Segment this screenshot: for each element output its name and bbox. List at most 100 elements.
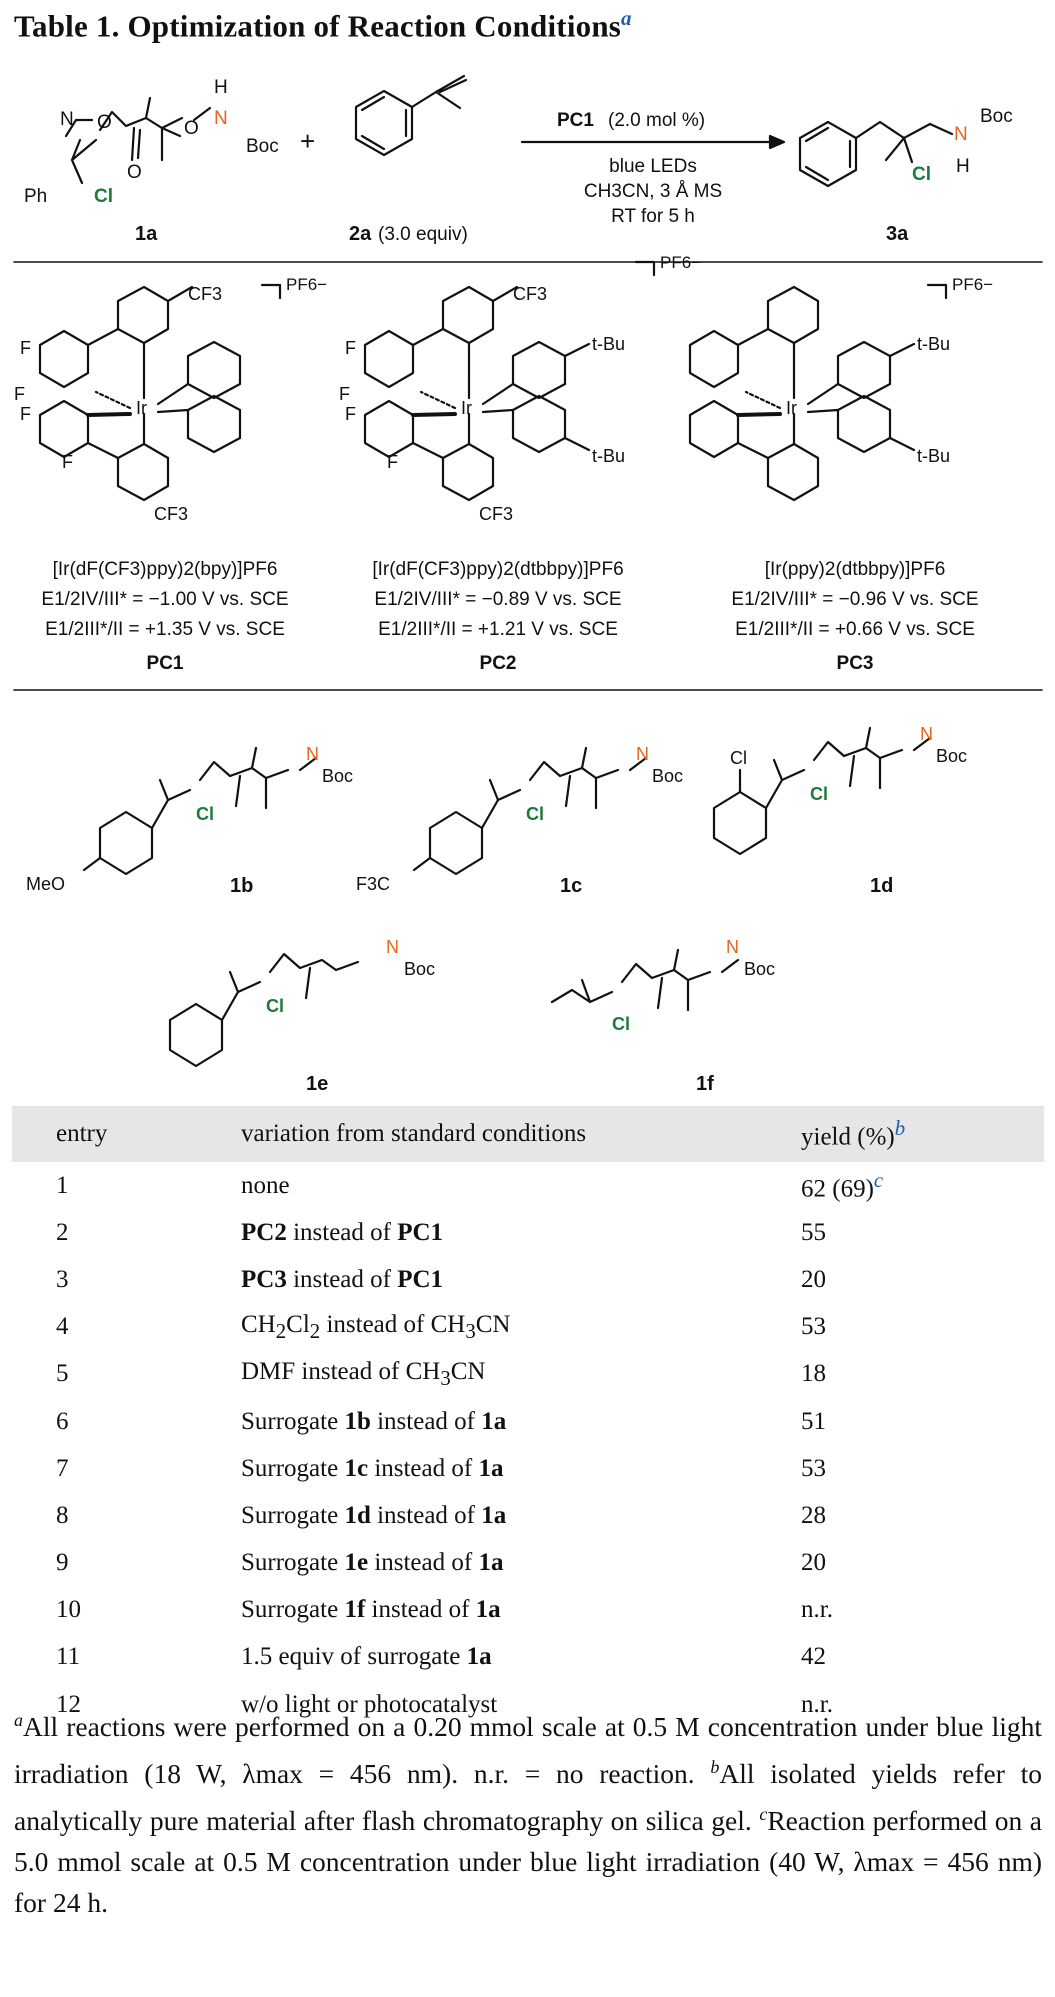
pc1-f2: F xyxy=(14,384,25,404)
surrogate-1c-f3c: F3C xyxy=(356,874,390,894)
table-row: 11 1.5 equiv of surrogate 1a 42 xyxy=(12,1634,1044,1681)
pc2-structure xyxy=(363,260,656,502)
cell-entry: 3 xyxy=(56,1265,69,1293)
surrogate-1f-label: 1f xyxy=(696,1073,714,1095)
cell-variation: Surrogate 1f instead of 1a xyxy=(241,1596,501,1624)
label-3a: 3a xyxy=(886,223,909,245)
surrogate-1d-n: N xyxy=(920,724,933,744)
cell-entry: 10 xyxy=(56,1596,81,1624)
surrogate-1b-label: 1b xyxy=(230,875,253,897)
cell-yield: 53 xyxy=(801,1454,826,1482)
results-table: entry variation from standard conditions… xyxy=(12,1106,1044,1728)
pc1-f1: F xyxy=(20,338,31,358)
surrogate-1e-boc: Boc xyxy=(404,959,435,979)
cell-entry: 4 xyxy=(56,1313,69,1341)
cell-variation: PC3 instead of PC1 xyxy=(241,1265,444,1293)
reaction-arrow xyxy=(520,134,786,150)
cell-yield: 55 xyxy=(801,1218,826,1246)
surrogate-1e-structure xyxy=(168,952,360,1068)
label-2a: 2a xyxy=(349,223,372,245)
pc1-f3: F xyxy=(20,404,31,424)
condition-light: blue LEDs xyxy=(609,156,697,177)
surrogate-1f-cl: Cl xyxy=(612,1014,630,1034)
atom-o3-1a: O xyxy=(184,118,199,139)
footnotes: aAll reactions were performed on a 0.20 … xyxy=(14,1710,1043,1919)
cell-yield: 62 (69)c xyxy=(801,1167,884,1203)
pc3-structure xyxy=(688,283,948,502)
atom-o-1a: O xyxy=(97,112,112,133)
atom-cl-1a: Cl xyxy=(94,186,113,207)
pc3-formula: [Ir(ppy)2(dtbbpy)]PF6 xyxy=(765,559,946,580)
pc3-e-ox: E1/2IV/III* = −0.96 V vs. SCE xyxy=(731,589,978,610)
pc1-formula: [Ir(dF(CF3)ppy)2(bpy)]PF6 xyxy=(53,559,278,580)
pc2-cf3-bottom: CF3 xyxy=(479,504,513,524)
surrogate-1c-boc: Boc xyxy=(652,766,683,786)
pc1-cf3-bottom: CF3 xyxy=(154,504,188,524)
surrogate-1b-n: N xyxy=(306,744,319,764)
pc1-structure xyxy=(38,283,282,502)
cell-yield: 42 xyxy=(801,1643,826,1671)
pc3-ir: Ir xyxy=(786,398,797,418)
pc1-e-ox: E1/2IV/III* = −1.00 V vs. SCE xyxy=(41,589,288,610)
condition-catalyst: PC1 xyxy=(557,110,594,131)
atom-h-3a: H xyxy=(956,156,970,177)
pc3-e-red: E1/2III*/II = +0.66 V vs. SCE xyxy=(735,619,975,640)
footnote-c: Reaction performed on a 5.0 mmol scale a… xyxy=(14,1805,1042,1919)
table-header-row: entry variation from standard conditions… xyxy=(12,1106,1044,1162)
pc2-cf3-top: CF3 xyxy=(513,284,547,304)
cell-yield: 20 xyxy=(801,1549,826,1577)
cell-entry: 5 xyxy=(56,1360,69,1388)
condition-time: RT for 5 h xyxy=(611,206,695,227)
cell-variation: Surrogate 1d instead of 1a xyxy=(241,1501,507,1529)
pc1-cf3-top: CF3 xyxy=(188,284,222,304)
boc-1a: Boc xyxy=(246,136,279,157)
pc3-label: PC3 xyxy=(837,653,874,674)
surrogate-1d-label: 1d xyxy=(870,875,893,897)
pc2-f3: F xyxy=(345,404,356,424)
cell-yield: 28 xyxy=(801,1501,826,1529)
pc2-formula: [Ir(dF(CF3)ppy)2(dtbbpy)]PF6 xyxy=(372,559,623,580)
title-footnote-marker: a xyxy=(621,6,632,30)
cell-yield: 20 xyxy=(801,1265,826,1293)
table-title: Table 1. Optimization of Reaction Condit… xyxy=(14,6,632,44)
atom-o2-1a: O xyxy=(127,162,142,183)
boc-3a: Boc xyxy=(980,106,1013,127)
atom-n-1a: N xyxy=(60,109,74,130)
reactant-2a-equiv: (3.0 equiv) xyxy=(378,224,468,245)
pc2-tbu-top: t-Bu xyxy=(592,334,625,354)
pc2-tbu-bottom: t-Bu xyxy=(592,446,625,466)
table-row: 8 Surrogate 1d instead of 1a 28 xyxy=(12,1492,1044,1539)
surrogate-1c-n: N xyxy=(636,744,649,764)
atom-cl-3a: Cl xyxy=(912,164,931,185)
atom-n-3a: N xyxy=(954,124,968,145)
surrogate-1d-structure xyxy=(712,726,932,856)
surrogate-1f-structure xyxy=(550,948,740,1012)
surrogate-1d-cl-ring: Cl xyxy=(730,748,747,768)
surrogate-1e-n: N xyxy=(386,937,399,957)
pc2-e-ox: E1/2IV/III* = −0.89 V vs. SCE xyxy=(374,589,621,610)
cell-entry: 11 xyxy=(56,1643,81,1671)
condition-solvent: CH3CN, 3 Å MS xyxy=(584,181,722,202)
cell-variation: none xyxy=(241,1171,290,1199)
footnote-a: All reactions were performed on a 0.20 m… xyxy=(14,1711,1042,1790)
pc2-f4: F xyxy=(387,452,398,472)
surrogate-1f-boc: Boc xyxy=(744,959,775,979)
cell-variation: 1.5 equiv of surrogate 1a xyxy=(241,1643,492,1671)
cell-variation: CH2Cl2 instead of CH3CN xyxy=(241,1310,511,1343)
surrogate-1b-meo: MeO xyxy=(26,874,65,894)
surrogate-1d-cl: Cl xyxy=(810,784,828,804)
cell-variation: Surrogate 1e instead of 1a xyxy=(241,1549,504,1577)
pc2-f1: F xyxy=(345,338,356,358)
cell-entry: 8 xyxy=(56,1501,69,1529)
surrogate-1d-boc: Boc xyxy=(936,746,967,766)
surrogate-1b-boc: Boc xyxy=(322,766,353,786)
atom-n2-1a: N xyxy=(214,108,228,129)
header-entry: entry xyxy=(56,1120,108,1147)
surrogate-1c-structure xyxy=(412,746,648,876)
cell-variation: PC2 instead of PC1 xyxy=(241,1218,444,1246)
table-title-text: Table 1. Optimization of Reaction Condit… xyxy=(14,8,622,44)
